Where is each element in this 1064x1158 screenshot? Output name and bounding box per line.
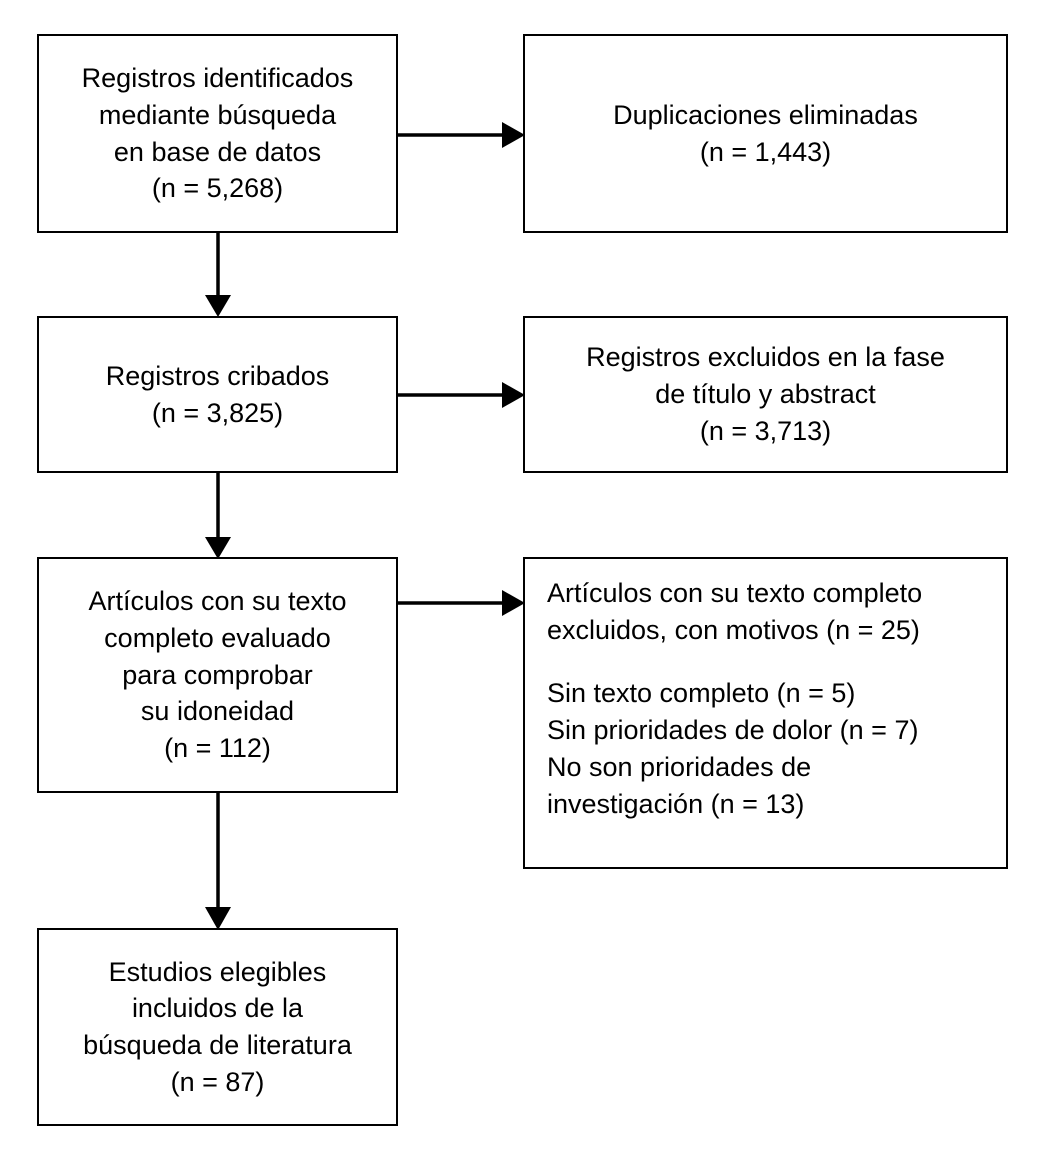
box-line: Artículos con su texto [88, 586, 347, 617]
box-line: Artículos con su texto completo [547, 578, 923, 608]
exclusion-reason: Sin prioridades de dolor (n = 7) [547, 715, 919, 746]
box-line: Registros identificados [81, 63, 354, 94]
box-count: (n = 5,268) [151, 173, 284, 204]
exclusion-reason: investigación (n = 13) [547, 788, 805, 819]
box-line: excluidos, con motivos (n = 25) [547, 614, 920, 645]
arrow-identified-to-duplicates [396, 122, 525, 148]
arrow-fulltext-to-excluded [396, 590, 525, 616]
box-count: (n = 3,713) [699, 415, 832, 446]
box-count: (n = 1,443) [699, 136, 832, 167]
box-full-text-assessed: Artículos con su texto completo evaluado… [37, 557, 398, 793]
box-full-text-excluded: Artículos con su texto completo excluido… [523, 557, 1008, 869]
box-line: completo evaluado [104, 622, 331, 653]
box-count: (n = 87) [170, 1066, 265, 1097]
box-records-excluded-title-abstract: Registros excluidos en la fase de título… [523, 316, 1008, 473]
box-line: de título y abstract [655, 379, 876, 410]
box-line: en base de datos [113, 136, 322, 167]
arrow-screened-to-fulltext [205, 471, 231, 559]
box-line: Registros cribados [105, 360, 330, 391]
box-duplicates-removed: Duplicaciones eliminadas (n = 1,443) [523, 34, 1008, 233]
box-eligible-studies-included: Estudios elegibles incluidos de la búsqu… [37, 928, 398, 1126]
box-line: Registros excluidos en la fase [586, 342, 945, 373]
box-records-screened: Registros cribados (n = 3,825) [37, 316, 398, 473]
box-count: (n = 3,825) [151, 397, 284, 428]
arrow-fulltext-to-included [205, 791, 231, 930]
box-records-identified: Registros identificados mediante búsqued… [37, 34, 398, 233]
box-line: Duplicaciones eliminadas [613, 99, 918, 130]
box-line: su idoneidad [140, 696, 295, 727]
box-count: (n = 112) [164, 733, 271, 764]
exclusion-reason: Sin texto completo (n = 5) [547, 678, 856, 709]
box-line: para comprobar [122, 659, 313, 690]
arrow-identified-to-screened [205, 231, 231, 317]
arrow-screened-to-excluded [396, 382, 525, 408]
box-line: búsqueda de literatura [83, 1030, 352, 1060]
box-line: mediante búsqueda [98, 99, 337, 130]
exclusion-reason: No son prioridades de [547, 751, 812, 782]
box-line: incluidos de la [131, 993, 304, 1024]
box-line: Estudios elegibles [108, 956, 327, 987]
